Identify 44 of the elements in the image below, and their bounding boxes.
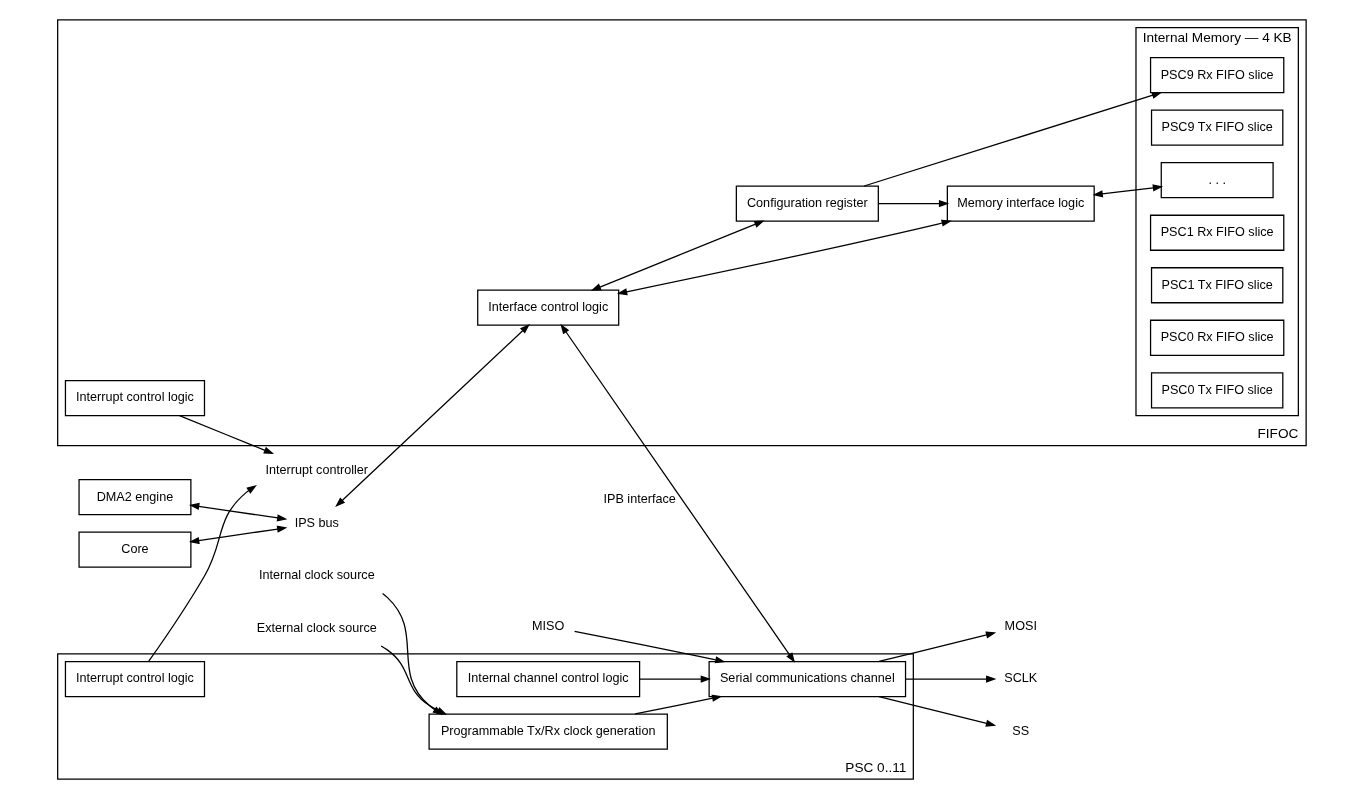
node-box: PSC0 Tx FIFO slice (1150, 372, 1284, 409)
node-box: PSC0 Rx FIFO slice (1149, 319, 1285, 356)
node-text: Internal clock source (258, 568, 375, 583)
arrow (634, 694, 723, 715)
node-text: Interrupt controller (265, 463, 369, 478)
node-text: MISO (532, 618, 565, 633)
node-box: Memory interface logic (946, 185, 1095, 222)
arrow (590, 220, 765, 291)
node-text: IPS bus (294, 515, 339, 530)
arrow (382, 592, 444, 716)
node-box: . . . (1160, 162, 1274, 199)
arrow (189, 525, 288, 545)
node-text: External clock source (256, 620, 377, 635)
node-box: Internal channel control logic (456, 660, 641, 698)
node-text: MOSI (1004, 618, 1037, 633)
arrow (560, 323, 796, 663)
arrow (639, 675, 711, 683)
node-box: Serial communications channel (708, 660, 907, 698)
node-text: SCLK (1004, 671, 1038, 686)
arrow (905, 675, 997, 683)
node-box: PSC9 Rx FIFO slice (1149, 57, 1285, 94)
node-text: SS (1012, 723, 1030, 738)
node-box: Interrupt control logic (64, 660, 206, 698)
arrow (878, 631, 997, 663)
arrow (178, 415, 275, 455)
node-box: DMA2 engine (78, 479, 192, 516)
arrow (878, 695, 997, 727)
arrow (335, 323, 530, 508)
node-box: PSC9 Tx FIFO slice (1150, 109, 1284, 146)
node-box: Interrupt control logic (64, 379, 206, 417)
node-box: Configuration register (735, 185, 879, 222)
arrow (573, 630, 726, 664)
arrow (1092, 184, 1164, 198)
arrow (863, 91, 1163, 187)
node-box: PSC1 Rx FIFO slice (1149, 214, 1285, 251)
arrow (148, 484, 257, 662)
arrow (616, 219, 952, 296)
edge-label: IPB interface (603, 492, 676, 507)
node-box: Core (78, 531, 192, 568)
node-box: Interface control logic (477, 289, 620, 326)
arrow (189, 502, 288, 522)
node-box: PSC1 Tx FIFO slice (1150, 267, 1284, 304)
arrow (877, 199, 950, 208)
node-box: Programmable Tx/Rx clock generation (428, 713, 668, 750)
